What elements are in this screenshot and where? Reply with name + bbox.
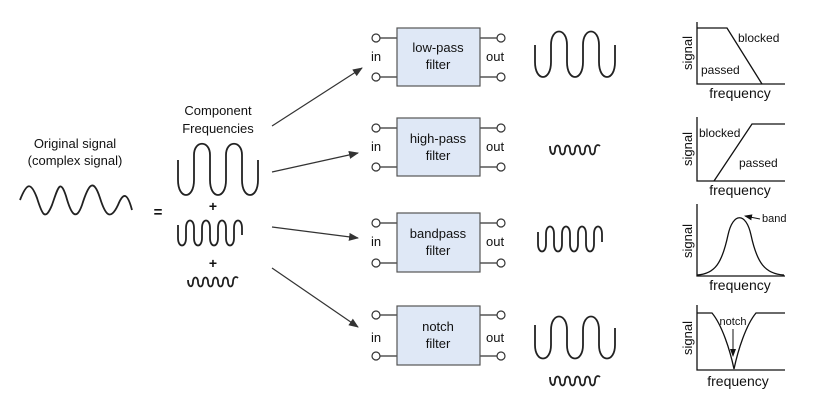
notch-response-curve xyxy=(697,312,785,370)
highpass-filter-name: high-pass xyxy=(410,131,467,146)
bandpass-in-terminal-bottom xyxy=(371,258,381,268)
notch-xlabel: frequency xyxy=(707,373,768,389)
lowpass-passed-label: passed xyxy=(701,63,740,77)
notch-out-terminal-top xyxy=(496,310,506,320)
bandpass-leads xyxy=(380,222,497,264)
bandpass-band-label: band xyxy=(762,213,786,225)
band-pointer-arrow xyxy=(744,214,761,221)
bandpass-response-curve xyxy=(696,217,785,276)
notch-leads xyxy=(380,314,497,357)
highpass-output-wave xyxy=(549,144,601,156)
bandpass-response-graph: signal frequency band xyxy=(680,204,786,293)
plus-sign-1: + xyxy=(209,198,217,214)
highpass-filter-box xyxy=(396,117,481,177)
high-frequency-wave xyxy=(187,276,239,288)
notch-output-low-wave xyxy=(534,315,616,360)
original-signal-group: Original signal (complex signal) xyxy=(19,136,133,216)
lowpass-filter-box xyxy=(396,27,481,87)
lowpass-blocked-label: blocked xyxy=(738,31,779,45)
plus-sign-2: + xyxy=(209,255,217,271)
highpass-filter-label: filter xyxy=(426,148,451,163)
highpass-out-label: out xyxy=(486,139,504,154)
notch-axes xyxy=(696,305,785,371)
original-signal-subtitle: (complex signal) xyxy=(28,153,123,168)
bandpass-filter: bandpass filter in out xyxy=(371,212,506,273)
lowpass-xlabel: frequency xyxy=(709,85,770,101)
notch-response-graph: signal frequency notch xyxy=(680,305,785,389)
highpass-in-label: in xyxy=(371,139,381,154)
equals-sign: = xyxy=(154,204,163,221)
components-title: Component xyxy=(184,103,252,118)
lowpass-in-label: in xyxy=(371,49,381,64)
notch-out-terminal-bottom xyxy=(496,351,506,361)
highpass-passed-label: passed xyxy=(739,156,778,170)
routing-arrows xyxy=(271,67,363,328)
notch-filter-name: notch xyxy=(422,319,454,334)
highpass-filter: high-pass filter in out xyxy=(371,117,506,177)
highpass-leads xyxy=(380,127,497,168)
highpass-response-graph: signal frequency blocked passed xyxy=(680,117,785,198)
notch-filter: notch filter in out xyxy=(371,305,506,366)
lowpass-axes xyxy=(696,22,785,85)
bandpass-out-terminal-bottom xyxy=(496,258,506,268)
bandpass-out-terminal-top xyxy=(496,218,506,228)
notch-label: notch xyxy=(720,316,747,328)
highpass-axes xyxy=(696,117,785,182)
bandpass-ylabel: signal xyxy=(680,224,695,258)
notch-in-label: in xyxy=(371,330,381,345)
highpass-xlabel: frequency xyxy=(709,182,770,198)
lowpass-in-terminal-bottom xyxy=(371,72,381,82)
complex-signal-wave xyxy=(19,184,133,216)
lowpass-leads xyxy=(380,37,497,78)
notch-in-terminal-top xyxy=(371,310,381,320)
highpass-in-terminal-top xyxy=(371,123,381,133)
bandpass-output-wave xyxy=(537,225,603,253)
highpass-out-terminal-bottom xyxy=(496,162,506,172)
component-frequencies-group: Component Frequencies + + xyxy=(177,103,259,288)
components-subtitle: Frequencies xyxy=(182,121,254,136)
bandpass-filter-box xyxy=(396,212,481,273)
lowpass-ylabel: signal xyxy=(680,36,695,70)
highpass-in-terminal-bottom xyxy=(371,162,381,172)
highpass-response-curve xyxy=(713,123,785,182)
notch-filter-label: filter xyxy=(426,336,451,351)
notch-filter-box xyxy=(396,305,481,366)
bandpass-out-label: out xyxy=(486,234,504,249)
bandpass-xlabel: frequency xyxy=(709,277,770,293)
lowpass-out-label: out xyxy=(486,49,504,64)
original-signal-title: Original signal xyxy=(34,136,116,151)
highpass-blocked-label: blocked xyxy=(699,126,740,140)
bandpass-filter-name: bandpass xyxy=(410,226,467,241)
arrow-to-lowpass xyxy=(271,67,363,127)
highpass-ylabel: signal xyxy=(680,132,695,166)
lowpass-filter-name: low-pass xyxy=(412,40,464,55)
bandpass-in-label: in xyxy=(371,234,381,249)
lowpass-filter-label: filter xyxy=(426,57,451,72)
arrow-to-notch xyxy=(271,267,359,328)
bandpass-in-terminal-top xyxy=(371,218,381,228)
bandpass-filter-label: filter xyxy=(426,243,451,258)
notch-out-label: out xyxy=(486,330,504,345)
lowpass-out-terminal-bottom xyxy=(496,72,506,82)
lowpass-filter: low-pass filter in out xyxy=(371,27,506,87)
notch-output-high-wave xyxy=(549,375,601,387)
arrow-to-bandpass xyxy=(271,226,359,241)
lowpass-out-terminal-top xyxy=(496,33,506,43)
mid-frequency-wave xyxy=(177,219,243,247)
lowpass-output-wave xyxy=(534,30,616,78)
lowpass-response-graph: signal frequency blocked passed xyxy=(680,22,785,101)
lowpass-in-terminal-top xyxy=(371,33,381,43)
notch-in-terminal-bottom xyxy=(371,351,381,361)
low-frequency-wave xyxy=(177,142,259,196)
lowpass-response-curve xyxy=(697,27,763,85)
bandpass-axes xyxy=(696,204,785,277)
notch-ylabel: signal xyxy=(680,321,695,355)
highpass-out-terminal-top xyxy=(496,123,506,133)
arrow-to-highpass xyxy=(271,151,359,173)
